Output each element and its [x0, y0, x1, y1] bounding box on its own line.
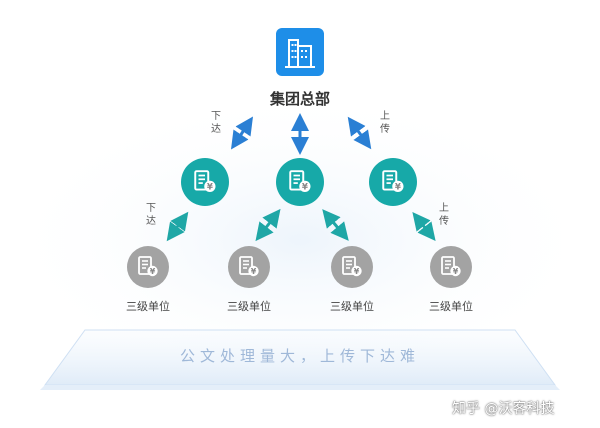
watermark: 知乎 @沃客科技	[452, 401, 555, 417]
arrow-mid-unit-3	[322, 209, 349, 241]
arrow-mid-unit-2	[255, 208, 281, 242]
unit-label-1: 三级单位	[126, 300, 170, 313]
arrow-mid-unit-1	[166, 211, 189, 242]
banner-caption: 公文处理量大，上传下达难	[179, 347, 420, 365]
headquarters-label: 集团总部	[269, 90, 330, 108]
unit-label-3: 三级单位	[330, 300, 374, 313]
middle-node-1	[181, 158, 229, 206]
unit-node-2	[228, 246, 270, 288]
unit-node-4	[430, 246, 472, 288]
middle-node-2	[276, 158, 324, 206]
label-up-right: 上传	[439, 203, 449, 227]
arrow-mid-unit-4	[412, 211, 436, 242]
unit-label-4: 三级单位	[429, 300, 473, 313]
arrow-hq-right	[347, 116, 372, 150]
label-up-top: 上传	[380, 111, 390, 135]
unit-node-1	[127, 246, 169, 288]
label-down-top: 下达	[211, 111, 221, 135]
unit-node-3	[331, 246, 373, 288]
unit-label-2: 三级单位	[227, 300, 271, 313]
label-down-left: 下达	[146, 203, 156, 227]
headquarters-node	[276, 28, 324, 76]
arrow-hq-left	[231, 116, 253, 150]
building-icon	[285, 39, 315, 68]
middle-node-3	[369, 158, 417, 206]
